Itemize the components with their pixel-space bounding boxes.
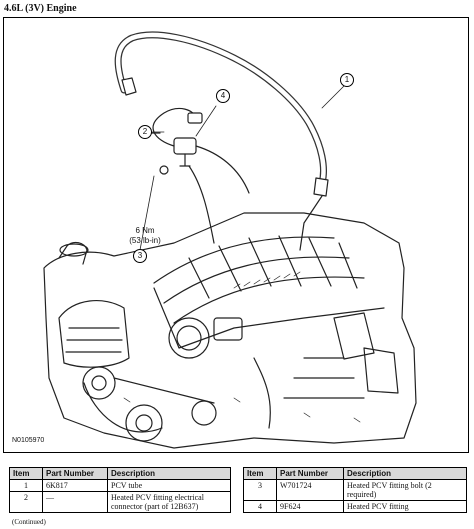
row-part-number: — [42,491,108,513]
row-item: 3 [243,479,277,501]
torque-spec: 6 Nm (53 lb-in) [119,226,171,246]
table-header-row: Item Part Number Description [243,467,467,480]
row-item: 4 [243,500,277,513]
header-item: Item [9,467,43,480]
callout-4: 4 [216,89,230,103]
callout-1: 1 [340,73,354,87]
row-part-number: W701724 [276,479,344,501]
table-row: 1 6K817 PCV tube [9,479,231,492]
parts-table-right: Item Part Number Description 3 W701724 H… [243,467,467,513]
header-part-number: Part Number [42,467,108,480]
parts-table-left: Item Part Number Description 1 6K817 PCV… [9,467,231,513]
header-part-number: Part Number [276,467,344,480]
row-description: PCV tube [107,479,231,492]
row-item: 2 [9,491,43,513]
table-row: 3 W701724 Heated PCV fitting bolt (2 req… [243,479,467,501]
table-header-row: Item Part Number Description [9,467,231,480]
engine-drawing [43,31,417,449]
page-title: 4.6L (3V) Engine [4,3,77,14]
continued-note: (Continued) [12,518,46,526]
header-item: Item [243,467,277,480]
torque-nm: 6 Nm [135,226,155,235]
header-description: Description [343,467,467,480]
table-row: 4 9F624 Heated PCV fitting [243,500,467,513]
row-item: 1 [9,479,43,492]
row-description: Heated PCV fitting [343,500,467,513]
figure-id: N0105970 [12,437,45,444]
row-description: Heated PCV fitting bolt (2 required) [343,479,467,501]
table-row: 2 — Heated PCV fitting electrical connec… [9,491,231,513]
row-part-number: 9F624 [276,500,344,513]
row-description: Heated PCV fitting electrical connector … [107,491,231,513]
torque-lbin: (53 lb-in) [129,236,161,245]
header-description: Description [107,467,231,480]
row-part-number: 6K817 [42,479,108,492]
callout-2: 2 [138,125,152,139]
callout-3: 3 [133,249,147,263]
engine-illustration: 1 2 3 4 6 Nm (53 lb-in) N0105970 [3,17,469,453]
